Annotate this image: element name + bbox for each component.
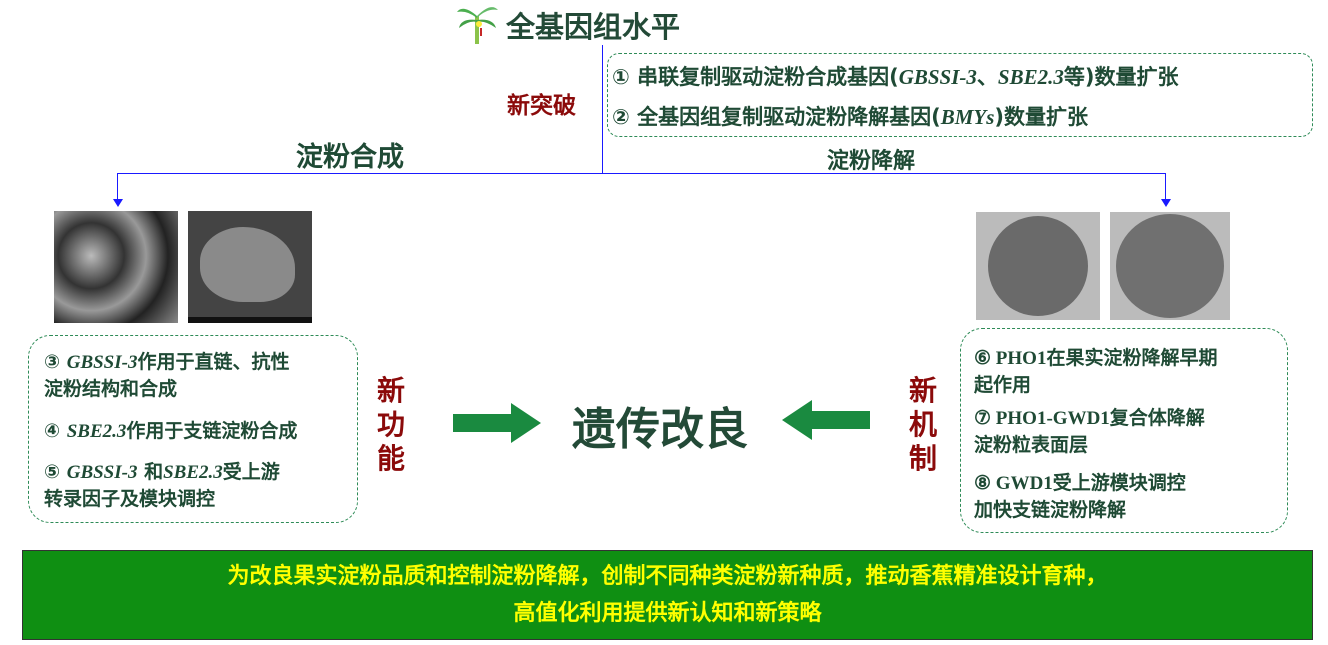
gene-name: SBE2.3 — [66, 421, 127, 442]
arrowhead-left — [113, 199, 123, 207]
connector-horizontal — [117, 173, 1166, 174]
gene-name: GBSSI-3 — [66, 352, 138, 373]
label-char: 功 — [376, 408, 405, 441]
label-char: 机 — [908, 408, 937, 441]
gene-name: SBE2.3 — [163, 462, 223, 483]
item-number: ⑧ — [974, 473, 992, 494]
gene-name: GBSSI-3 — [66, 462, 138, 483]
conclusion-banner: 为改良果实淀粉品质和控制淀粉降解，创制不同种类淀粉新种质，推动香蕉精准设计育种，… — [22, 550, 1313, 640]
item-text: PHO1-GWD1复合体降解 — [995, 408, 1205, 429]
new-mechanism-box — [960, 328, 1288, 533]
banana-plant-icon — [455, 2, 500, 46]
item-text: 受上游 — [222, 461, 280, 483]
item-text: 等)数量扩张 — [1063, 65, 1179, 89]
mechanism-item-7: ⑦ PHO1-GWD1复合体降解淀粉粒表面层 — [974, 405, 1205, 459]
mechanism-item-6: ⑥ PHO1在果实淀粉降解早期起作用 — [974, 345, 1217, 399]
function-item-3: ③ GBSSI-3作用于直链、抗性淀粉结构和合成 — [44, 349, 289, 403]
gene-name: SBE2.3 — [997, 65, 1064, 89]
item-text: 作用于直链、抗性 — [137, 351, 290, 373]
separator: 、 — [976, 65, 998, 89]
new-function-label: 新功能 — [375, 374, 407, 476]
item-number: ③ — [44, 351, 61, 373]
new-mechanism-label: 新机制 — [907, 374, 939, 476]
item-text: 起作用 — [974, 375, 1032, 396]
page-title: 全基因组水平 — [506, 10, 681, 44]
arrowhead-right — [1161, 199, 1171, 207]
right-arrow-icon — [453, 403, 541, 447]
breakthrough-item-2: ② 全基因组复制驱动淀粉降解基因(BMYs)数量扩张 — [612, 101, 1088, 131]
label-char: 能 — [376, 442, 405, 475]
breakthrough-box — [607, 53, 1313, 137]
genetic-improvement-label: 遗传改良 — [572, 404, 748, 455]
connector-vertical — [602, 45, 603, 174]
item-text: 作用于支链淀粉合成 — [126, 420, 298, 442]
banner-line: 高值化利用提供新认知和新策略 — [513, 601, 822, 626]
left-arrow-icon — [782, 400, 870, 444]
item-text: 淀粉结构和合成 — [44, 378, 178, 400]
connector-right-down — [1165, 173, 1166, 201]
left-heading: 淀粉合成 — [296, 142, 404, 173]
label-char: 制 — [908, 442, 937, 475]
gene-name: GBSSI-3 — [898, 65, 977, 89]
item-text: 淀粉粒表面层 — [974, 435, 1089, 456]
item-number: ⑤ — [44, 461, 61, 483]
item-text: 全基因组复制驱动淀粉降解基因( — [637, 105, 941, 129]
sem-image-degradation-2 — [1110, 212, 1230, 320]
banner-line: 为改良果实淀粉品质和控制淀粉降解，创制不同种类淀粉新种质，推动香蕉精准设计育种， — [227, 564, 1108, 589]
item-text: 转录因子及模块调控 — [44, 488, 216, 510]
item-text: 加快支链淀粉降解 — [974, 500, 1127, 521]
function-item-5: ⑤ GBSSI-3 和SBE2.3受上游转录因子及模块调控 — [44, 459, 280, 513]
item-number: ⑥ — [974, 348, 992, 369]
breakthrough-label: 新突破 — [507, 93, 576, 119]
connector-left-down — [117, 173, 118, 201]
item-text: 和 — [137, 461, 164, 483]
sem-image-synthesis-2 — [188, 211, 312, 323]
label-char: 新 — [908, 374, 937, 407]
item-text: 串联复制驱动淀粉合成基因( — [637, 65, 899, 89]
right-heading: 淀粉降解 — [827, 149, 916, 174]
item-text: PHO1在果实淀粉降解早期 — [995, 348, 1218, 369]
mechanism-item-8: ⑧ GWD1受上游模块调控加快支链淀粉降解 — [974, 470, 1186, 524]
breakthrough-item-1: ① 串联复制驱动淀粉合成基因(GBSSI-3、SBE2.3等)数量扩张 — [612, 61, 1178, 91]
item-number: ④ — [44, 420, 61, 442]
item-text: GWD1受上游模块调控 — [995, 473, 1186, 494]
item-text: )数量扩张 — [994, 105, 1088, 129]
sem-image-degradation-1 — [976, 212, 1100, 320]
new-function-box — [28, 335, 358, 523]
item-number: ⑦ — [974, 408, 992, 429]
sem-image-synthesis-1 — [54, 211, 178, 323]
item-number: ① — [612, 65, 630, 89]
gene-name: BMYs — [940, 105, 995, 129]
item-number: ② — [612, 105, 630, 129]
label-char: 新 — [376, 374, 405, 407]
function-item-4: ④ SBE2.3作用于支链淀粉合成 — [44, 416, 297, 443]
